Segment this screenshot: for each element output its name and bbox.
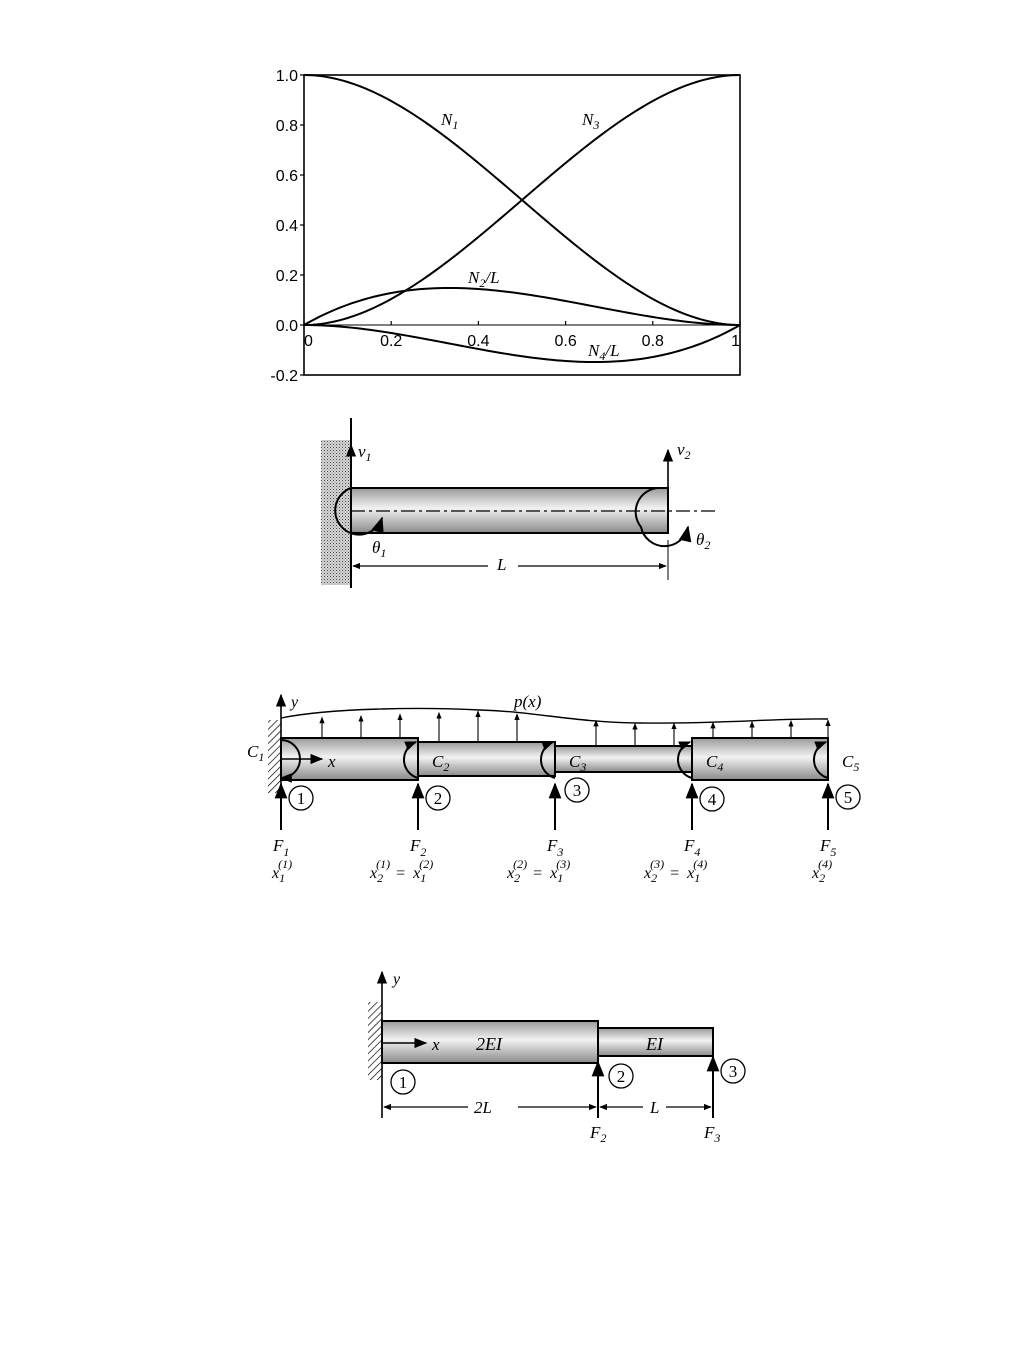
y-tick-label: 1.0 xyxy=(276,68,298,85)
load-label: p(x) xyxy=(513,692,542,711)
node-circle-1 xyxy=(390,1069,416,1095)
segment-ei xyxy=(597,1027,714,1057)
theta1-arc xyxy=(334,487,384,536)
curve-label-n3: N3 xyxy=(581,110,599,132)
series-line-4 xyxy=(303,324,741,364)
length-label: L xyxy=(496,555,506,574)
moment-label: C5 xyxy=(842,752,859,774)
curve-label-n2: N2/L xyxy=(467,268,500,290)
node-label: 4 xyxy=(708,790,717,809)
wall-hatch-3 xyxy=(268,720,281,793)
force-label: F4 xyxy=(683,836,700,859)
moment-arc xyxy=(813,741,829,779)
node-label-2: 2 xyxy=(617,1067,626,1086)
node-label-1: 1 xyxy=(399,1073,408,1092)
y-tick-group: 1.0 0.8 0.6 0.4 0.2 0.0 -0.2 xyxy=(270,68,304,385)
moment-label: C2 xyxy=(432,752,449,774)
y-tick-label: 0.4 xyxy=(276,218,298,235)
y-tick-label: 0.0 xyxy=(276,318,298,335)
moment-label: C4 xyxy=(706,752,723,774)
y-axis-label-4: y xyxy=(391,971,401,988)
load-arrows xyxy=(319,710,831,746)
segment-1 xyxy=(280,737,419,781)
shape-function-chart: 1.0 0.8 0.6 0.4 0.2 0.0 -0.2 0 0.2 0.4 0.6 0.8 1 N1… xyxy=(270,68,741,385)
force-label: F3 xyxy=(546,836,563,859)
node-circle xyxy=(425,785,451,811)
series-line-3 xyxy=(303,74,741,326)
node-label: 1 xyxy=(297,789,306,808)
beam-element-figure: v1 v2 θ1 θ2 L xyxy=(321,418,718,588)
x-tick-label: 0 xyxy=(304,333,313,350)
coordinate-label: x2(1)=x1(2) xyxy=(369,857,433,885)
segment-3 xyxy=(554,745,693,773)
x-tick-label: 0.6 xyxy=(554,333,576,350)
y-axis-label-3: y xyxy=(289,694,299,711)
force-label: F1 xyxy=(272,836,289,859)
node-circle xyxy=(699,786,725,812)
node-label: 5 xyxy=(844,788,853,807)
theta2-label: θ2 xyxy=(696,530,710,552)
node-circle-3 xyxy=(720,1058,746,1084)
x-tick-group: 0 0.2 0.4 0.6 0.8 1 xyxy=(303,321,741,350)
dim-label-l: L xyxy=(649,1098,659,1117)
theta2-arc xyxy=(634,487,692,548)
theta1-label: θ1 xyxy=(372,538,386,560)
moment-label: C1 xyxy=(247,742,264,764)
node-label: 2 xyxy=(434,789,443,808)
force-label-f3: F3 xyxy=(703,1123,720,1145)
coordinate-label: x2(4) xyxy=(811,857,832,885)
series-line-2 xyxy=(303,286,741,326)
y-tick-label: -0.2 xyxy=(270,368,298,385)
force-label-f2: F2 xyxy=(589,1123,606,1145)
node-label: 3 xyxy=(573,781,582,800)
moment-arc xyxy=(279,739,301,783)
coordinate-label: x1(1) xyxy=(271,857,292,885)
force-label: F5 xyxy=(819,836,836,859)
x-axis-label-3: x xyxy=(327,752,336,771)
x-tick-label: 0.8 xyxy=(642,333,664,350)
v1-label: v1 xyxy=(358,442,372,464)
curve-label-n4: N4/L xyxy=(587,341,620,363)
stiffness-label-2: EI xyxy=(645,1034,664,1054)
y-tick-label: 0.8 xyxy=(276,118,298,135)
dim-label-2l: 2L xyxy=(474,1098,492,1117)
moment-label: C3 xyxy=(569,752,586,774)
node-circle xyxy=(835,784,861,810)
x-axis-label-4: x xyxy=(431,1035,440,1054)
segment-2 xyxy=(417,741,556,777)
load-curve xyxy=(280,707,829,724)
moment-arc xyxy=(677,741,693,779)
stiffness-label-1: 2EI xyxy=(476,1034,503,1054)
segment-4 xyxy=(691,737,829,781)
y-tick-label: 0.2 xyxy=(276,268,298,285)
coordinate-label: x2(2)=x1(3) xyxy=(506,857,570,885)
node-label-3: 3 xyxy=(729,1062,738,1081)
moment-arc xyxy=(540,741,556,779)
stepped-beam-figure: y x 2EI EI 1 2 3 F2 F3 2L L xyxy=(368,970,746,1145)
curve-group xyxy=(303,74,741,364)
coordinate-label: x2(3)=x1(4) xyxy=(643,857,707,885)
node-circle-2 xyxy=(608,1063,634,1089)
x-tick-label: 0.4 xyxy=(467,333,489,350)
curve-label-n1: N1 xyxy=(440,110,458,132)
force-label: F2 xyxy=(409,836,426,859)
x-tick-label: 1 xyxy=(731,333,740,350)
node-circle xyxy=(288,785,314,811)
moment-arc xyxy=(403,741,419,779)
y-tick-label: 0.6 xyxy=(276,168,298,185)
wall-hatch-4 xyxy=(368,1002,382,1080)
v2-label: v2 xyxy=(677,440,691,462)
node-circle xyxy=(564,777,590,803)
x-tick-label: 0.2 xyxy=(380,333,402,350)
